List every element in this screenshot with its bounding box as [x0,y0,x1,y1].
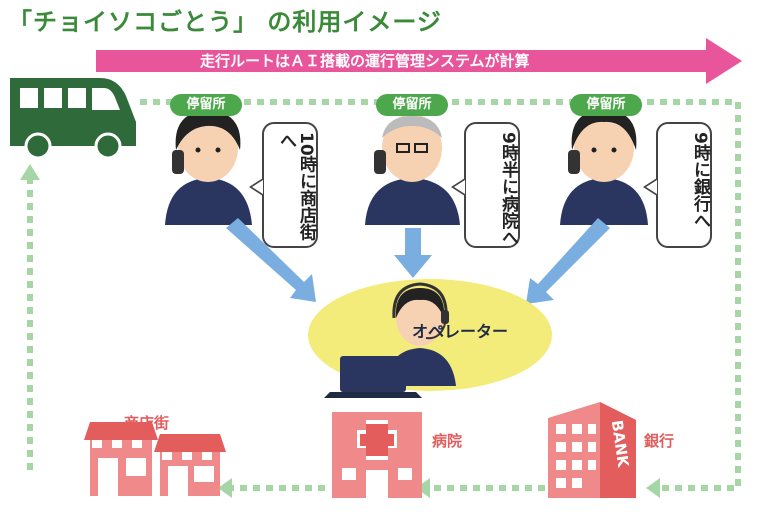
request-text-2: 9時半に病院へ [498,132,518,246]
route-arrowheads [20,164,660,498]
speech-bubble-3: 9時に銀行へ [643,122,712,248]
stop-badge-2: 停留所 [376,94,448,116]
bubble-tail [249,178,263,196]
request-text-1: 10時に商店街へ [276,132,316,241]
speech-bubble-1: 10時に商店街へ [249,122,318,248]
person-woman-2 [560,110,648,225]
bubble-tail [643,178,657,196]
stop-badge-1: 停留所 [170,94,242,116]
shop-icon [84,422,158,496]
operator-label: オペレーター [412,322,509,341]
bus-icon [10,78,136,160]
destination-label-shopping: 商店街 [124,414,170,432]
laptop-icon [324,356,422,398]
hospital-icon [332,412,422,498]
shop-icon-2 [154,434,226,496]
request-text-3: 9時に銀行へ [690,132,710,229]
stop-badge-3: 停留所 [570,94,642,116]
route-arrow [96,38,742,84]
speech-bubble-2: 9時半に病院へ [451,122,520,248]
bubble-tail [451,178,465,196]
destination-label-hospital: 病院 [432,432,463,450]
person-elderly-man [365,114,460,225]
destination-label-bank: 銀行 [644,432,675,450]
person-woman-1 [165,110,252,225]
bank-icon [548,402,636,498]
route-arrow-label: 走行ルートはＡＩ搭載の運行管理システムが計算 [200,52,530,70]
request-arrows [226,218,610,304]
page-title: 「チョイソコごとう」 の利用イメージ [8,8,442,36]
